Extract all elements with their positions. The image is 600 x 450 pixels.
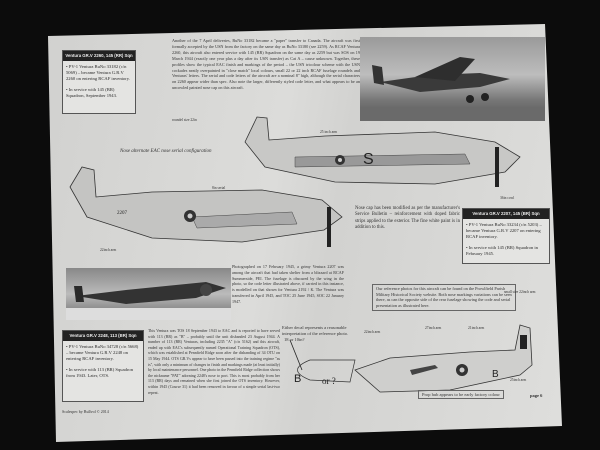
callout-label: 25 inch arm — [320, 130, 338, 134]
intro-paragraph: Another of the 7 April deliveries, BuNo … — [172, 38, 360, 91]
callout-label: 27inch arm — [425, 326, 442, 330]
box-item: • PV-1 Ventura BuNo 34728 (c/n 5668) – b… — [66, 344, 139, 361]
ventura-winter-photo — [66, 282, 231, 320]
decal-options-drawing: B or ? — [289, 340, 356, 386]
decal-size-label: 18 or 10in? — [284, 337, 305, 342]
box-title: Ventura GR.V 2248, 113 (BR) Sqn — [63, 331, 143, 341]
box-item: • In service with 145 (BR) Squadron, Sep… — [66, 87, 118, 98]
prop-hub-note: Prop hub appears to be early factory col… — [418, 390, 504, 399]
profile-ventura-2207: 2207 — [69, 166, 343, 247]
profile-ventura-2260: S — [244, 116, 521, 187]
nose-cap-note: Nose cap has been modified as per the ma… — [355, 206, 460, 230]
callout-label: small size 22inch arm — [504, 290, 536, 294]
fuselage-code-letter: B — [492, 369, 499, 380]
aircraft-photo-top — [360, 37, 545, 121]
box-title: Ventura GR.V 2207, 145 (BR) Sqn — [463, 209, 549, 219]
callout-label: 25inch arm — [510, 378, 527, 382]
nose-configuration-caption: Nose alternate EAC nose serial configura… — [120, 149, 212, 154]
box-item: • In service with 145 (BR) Squadron in F… — [466, 245, 538, 256]
page-number: page 6 — [530, 393, 543, 398]
callout-label: 22inch arm — [100, 248, 117, 252]
callout-label: 21inch arm — [468, 326, 485, 330]
aircraft-photo-2207 — [66, 268, 231, 320]
reference-note: Our reference photos for this aircraft c… — [372, 284, 516, 311]
body-paragraph: This Ventura was TOS 18 September 1943 t… — [148, 328, 280, 395]
box-title: Ventura GR.V 2260, 145 (RR) Sqn — [63, 51, 135, 61]
callout-label: roundel size 22in — [172, 118, 197, 122]
footer-credit: Scalespec by Bullvol © 2014 — [62, 409, 109, 414]
ventura-photo-image — [360, 57, 545, 121]
aircraft-info-box-2207: Ventura GR.V 2207, 145 (BR) Sqn • PV-1 V… — [462, 208, 550, 264]
fuselage-code-letter: S — [363, 151, 374, 168]
aircraft-info-box-2260: Ventura GR.V 2260, 145 (RR) Sqn • PV-1 V… — [62, 50, 136, 114]
or-label: or ? — [322, 376, 336, 386]
box-item: • PV-1 Ventura BuNo 33234 (c/n 5203) – b… — [466, 222, 542, 239]
aircraft-info-box-2248: Ventura GR.V 2248, 113 (BR) Sqn • PV-1 V… — [62, 330, 144, 402]
decal-note: Either decal represents a reasonable int… — [282, 325, 349, 336]
box-item: • PV-1 Ventura BuNo 33182 (c/n 5069) – b… — [66, 64, 130, 81]
photo-caption: Photographed on 17 February 1945, a grim… — [232, 264, 344, 304]
callout-label: 22inch arm — [364, 330, 381, 334]
fuselage-serial: 2207 — [117, 211, 128, 216]
callout-label: 36in cowl — [500, 196, 515, 200]
box-item: • In service with 113 (BR) Squadron from… — [66, 367, 134, 378]
decal-letter-option: B — [294, 373, 301, 385]
callout-label: 8in serial — [212, 186, 226, 190]
